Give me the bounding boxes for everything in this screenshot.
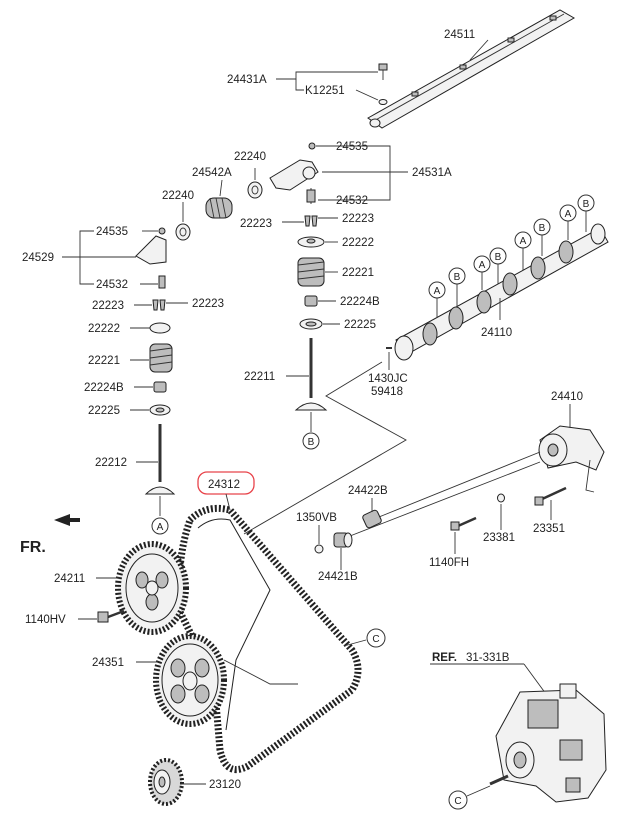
svg-text:B: B — [495, 252, 502, 263]
label-ref-number: 31-331B — [466, 652, 510, 664]
svg-text:A: A — [479, 260, 486, 271]
spring-22221-left — [149, 343, 173, 373]
label-24531A: 24531A — [412, 167, 452, 179]
callout-c-pump — [448, 790, 468, 810]
svg-text:B: B — [454, 272, 461, 283]
svg-text:C: C — [372, 634, 379, 645]
label-22240-mid: 22240 — [162, 190, 194, 202]
label-1350VB: 1350VB — [296, 512, 337, 524]
svg-text:A: A — [565, 209, 572, 220]
washer-22240-mid — [175, 223, 191, 241]
label-23120: 23120 — [209, 779, 241, 791]
label-24410: 24410 — [551, 391, 583, 403]
label-22211: 22211 — [244, 371, 275, 383]
keeper-22223-right — [304, 215, 318, 227]
bolt-24431A — [378, 63, 388, 105]
svg-text:A: A — [434, 286, 441, 297]
washer-22240-top — [247, 181, 263, 199]
label-22224B-right: 22224B — [340, 296, 380, 308]
label-22240-top: 22240 — [234, 151, 266, 163]
leader-24431A — [276, 71, 378, 80]
label-24422B: 24422B — [348, 485, 388, 497]
callout-c-belt — [366, 628, 386, 648]
valve-22212 — [144, 424, 176, 516]
label-22223-r2: 22223 — [342, 213, 374, 225]
svg-text:A: A — [157, 522, 164, 533]
rocker-arm-right — [269, 142, 319, 204]
label-22225-left: 22225 — [88, 405, 120, 417]
label-24542A: 24542A — [192, 167, 232, 179]
tensioner-bracket-24410 — [538, 425, 605, 493]
label-24535-left: 24535 — [96, 226, 128, 238]
keeper-22223-left — [152, 299, 166, 311]
svg-text:B: B — [539, 223, 546, 234]
crank-sprocket-24351 — [153, 633, 227, 727]
label-K12251: K12251 — [305, 85, 345, 97]
spring-22221-right — [297, 257, 325, 287]
svg-text:B: B — [583, 199, 590, 210]
bushing-24421B — [333, 532, 353, 548]
bolt-1140FH — [450, 516, 477, 531]
crank-gear-23120 — [148, 758, 184, 806]
label-24431A: 24431A — [227, 74, 267, 86]
rocker-shaft — [367, 9, 576, 129]
label-24511: 24511 — [444, 29, 475, 41]
label-ref: REF. — [432, 652, 457, 664]
label-24351: 24351 — [92, 657, 124, 669]
label-24421B: 24421B — [318, 571, 358, 583]
valve-22211 — [294, 338, 328, 432]
label-22212: 22212 — [95, 457, 127, 469]
camshaft-24110 — [394, 223, 609, 361]
label-22225-right: 22225 — [344, 319, 376, 331]
seal-22224B-right — [304, 295, 318, 307]
label-22221-left: 22221 — [88, 355, 120, 367]
label-22223-l1: 22223 — [92, 300, 124, 312]
label-22221-right: 22221 — [342, 267, 374, 279]
label-24532-top: 24532 — [336, 195, 368, 207]
cam-sprocket-24211 — [115, 541, 189, 635]
callout-b-valve — [302, 432, 320, 450]
injection-pump — [489, 683, 607, 803]
label-22222-right: 22222 — [342, 237, 374, 249]
timing-belt-24312 — [175, 504, 362, 773]
label-24529: 24529 — [22, 252, 54, 264]
label-59418: 59418 — [371, 386, 403, 398]
label-24312: 24312 — [208, 479, 240, 491]
label-22223-r1: 22223 — [240, 218, 272, 230]
label-1140FH: 1140FH — [429, 557, 469, 569]
label-24211: 24211 — [54, 573, 85, 585]
leader-24511 — [469, 39, 489, 61]
label-1140HV: 1140HV — [25, 614, 66, 626]
label-24535-top: 24535 — [336, 141, 368, 153]
spring-24542A — [205, 197, 233, 219]
spring-24422B — [362, 509, 382, 529]
washer-1350VB — [314, 544, 324, 554]
label-22224B-left: 22224B — [84, 382, 124, 394]
label-23351: 23351 — [533, 523, 565, 535]
label-24110: 24110 — [481, 327, 512, 339]
label-1430JC: 1430JC — [368, 373, 408, 385]
retainer-22222-left — [149, 322, 171, 334]
label-24532-left: 24532 — [96, 279, 128, 291]
label-22222-left: 22222 — [88, 323, 120, 335]
rocker-arm-left — [135, 227, 167, 289]
callout-a-valve — [151, 517, 169, 535]
label-fr: FR. — [20, 539, 46, 556]
washer-23381 — [497, 493, 505, 503]
label-22223-l2: 22223 — [192, 298, 224, 310]
label-23381: 23381 — [483, 532, 515, 544]
bolt-23351 — [534, 486, 567, 506]
svg-text:A: A — [520, 236, 527, 247]
svg-text:C: C — [454, 796, 461, 807]
seal-22224B-left — [153, 381, 167, 393]
svg-text:B: B — [308, 437, 315, 448]
arrow-icon — [54, 514, 70, 526]
bolt-1140HV — [97, 609, 125, 623]
